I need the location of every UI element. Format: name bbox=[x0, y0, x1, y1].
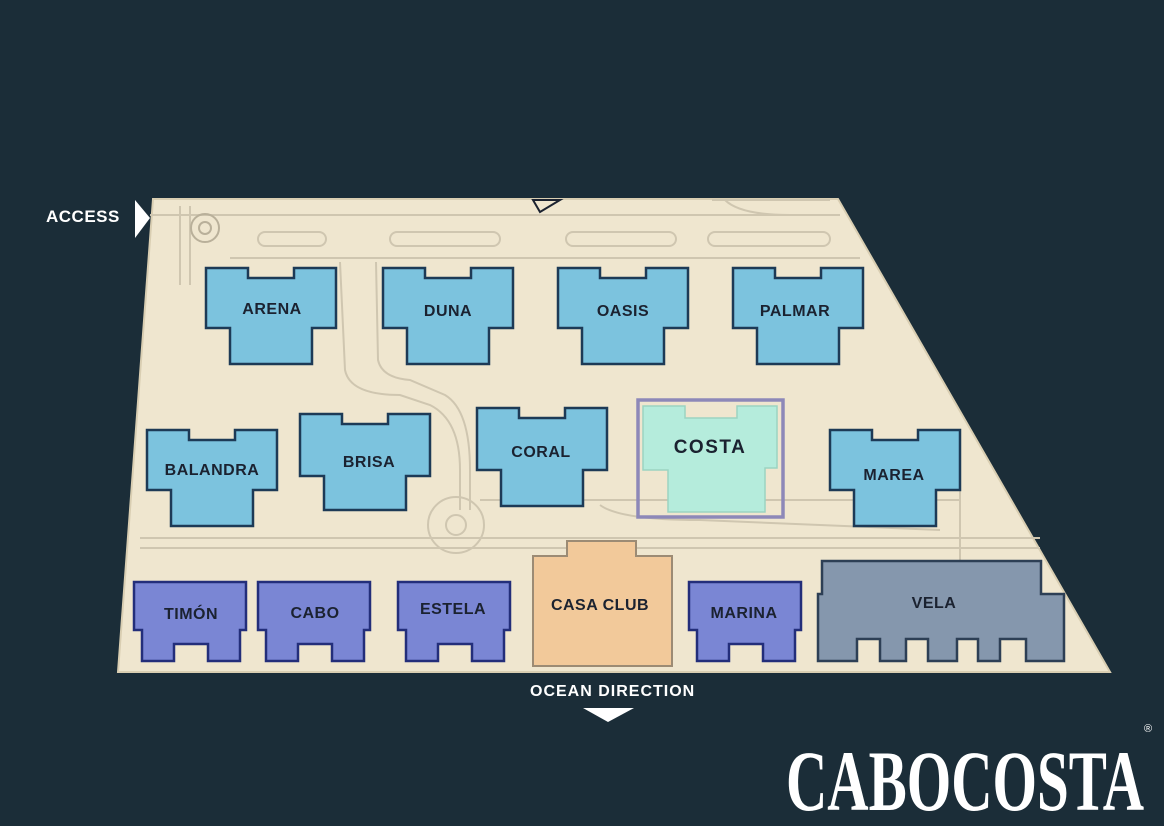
gate-icon bbox=[531, 199, 564, 214]
building-vela-label: VELA bbox=[912, 595, 957, 612]
ocean-arrow-icon bbox=[583, 708, 634, 722]
brand-name: CABOCOSTA bbox=[786, 733, 1144, 820]
building-arena-label: ARENA bbox=[242, 301, 301, 318]
building-duna[interactable]: DUNA bbox=[381, 266, 515, 366]
building-marea[interactable]: MAREA bbox=[828, 428, 962, 528]
building-palmar[interactable]: PALMAR bbox=[731, 266, 865, 366]
building-timon-label: TIMÓN bbox=[164, 604, 218, 623]
building-casa-club[interactable]: CASA CLUB bbox=[532, 540, 673, 667]
building-arena[interactable]: ARENA bbox=[204, 266, 338, 366]
building-brisa-label: BRISA bbox=[343, 454, 395, 471]
building-oasis-label: OASIS bbox=[597, 303, 649, 320]
building-coral-label: CORAL bbox=[511, 444, 570, 461]
building-coral[interactable]: CORAL bbox=[475, 406, 609, 508]
building-vela[interactable]: VELA bbox=[816, 559, 1066, 663]
building-balandra-label: BALANDRA bbox=[165, 462, 260, 479]
building-brisa[interactable]: BRISA bbox=[298, 412, 432, 512]
access-label: ACCESS bbox=[46, 207, 120, 226]
building-estela[interactable]: ESTELA bbox=[396, 580, 512, 663]
building-marina-label: MARINA bbox=[711, 605, 778, 622]
building-estela-label: ESTELA bbox=[420, 601, 486, 618]
building-marea-label: MAREA bbox=[863, 467, 924, 484]
building-duna-label: DUNA bbox=[424, 303, 472, 320]
ocean-direction-label: OCEAN DIRECTION bbox=[530, 683, 696, 700]
building-balandra[interactable]: BALANDRA bbox=[145, 428, 279, 528]
cabocosta-logo: CABOCOSTA ® bbox=[786, 723, 1152, 820]
building-marina[interactable]: MARINA bbox=[687, 580, 803, 663]
building-casa-club-label: CASA CLUB bbox=[551, 597, 649, 614]
building-cabo-label: CABO bbox=[290, 605, 339, 622]
building-oasis[interactable]: OASIS bbox=[556, 266, 690, 366]
building-costa-selected[interactable]: COSTA bbox=[636, 398, 785, 519]
fountain-icon bbox=[190, 213, 220, 243]
access-arrow-icon bbox=[135, 200, 150, 238]
building-timon[interactable]: TIMÓN bbox=[132, 580, 248, 663]
building-cabo[interactable]: CABO bbox=[256, 580, 372, 663]
building-palmar-label: PALMAR bbox=[760, 303, 830, 320]
brand-registered-mark: ® bbox=[1144, 723, 1152, 735]
building-costa-label: COSTA bbox=[674, 437, 747, 458]
